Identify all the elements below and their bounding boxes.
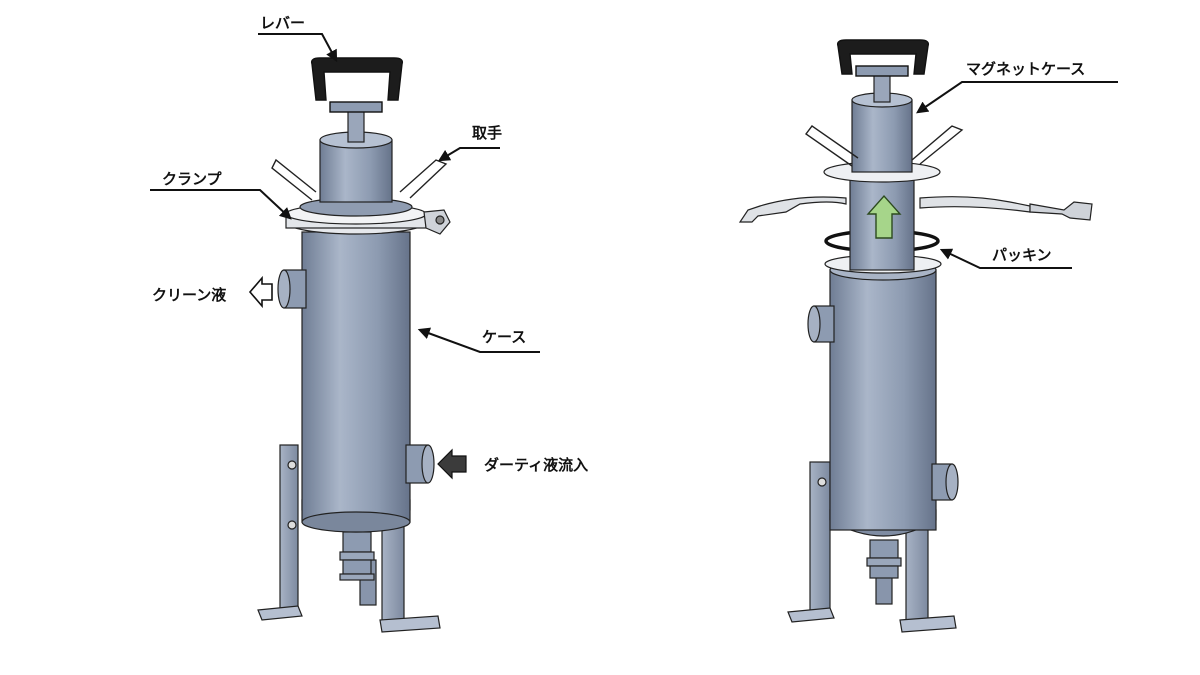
- lever-leader: [258, 33, 338, 63]
- left-lever: [310, 57, 404, 113]
- right-callouts: マグネットケース パッキン: [916, 60, 1118, 269]
- packing-label: パッキン: [992, 246, 1052, 264]
- dirty-inflow-label: ダーティ液流入: [484, 456, 588, 474]
- dirty-inflow-arrow-icon: [437, 448, 467, 480]
- left-case-body: [301, 231, 411, 533]
- clean-outflow-arrow-icon: [248, 275, 273, 309]
- packing-leader: [939, 248, 1072, 269]
- magnet-case-label: マグネットケース: [966, 60, 1085, 78]
- left-callouts: レバー 取手 クランプ クリーン液 ケース ダーティ液流入: [150, 14, 588, 480]
- right-ports: [807, 305, 959, 501]
- lift-arrow-icon: [866, 194, 902, 239]
- right-case-body: [824, 254, 942, 531]
- left-assembly: レバー 取手 クランプ クリーン液 ケース ダーティ液流入: [150, 14, 588, 633]
- magnet-case-leader: [916, 81, 1118, 114]
- right-assembly: マグネットケース パッキン: [738, 39, 1118, 633]
- lever-label: レバー: [260, 14, 305, 32]
- right-lever: [836, 39, 930, 77]
- clamp-leader: [150, 189, 292, 220]
- handle-leader: [437, 147, 500, 162]
- case-label: ケース: [482, 328, 526, 346]
- left-side-handles: [271, 158, 448, 201]
- case-leader: [417, 327, 540, 353]
- left-lid: [299, 109, 413, 217]
- handle-label: 取手: [472, 124, 502, 142]
- clamp-label: クランプ: [162, 170, 223, 188]
- right-side-handles: [805, 125, 964, 167]
- right-magnet-case: [823, 73, 941, 271]
- clean-liquid-label: クリーン液: [152, 286, 227, 304]
- left-ports: [277, 269, 435, 484]
- right-clamp-open: [738, 196, 1093, 223]
